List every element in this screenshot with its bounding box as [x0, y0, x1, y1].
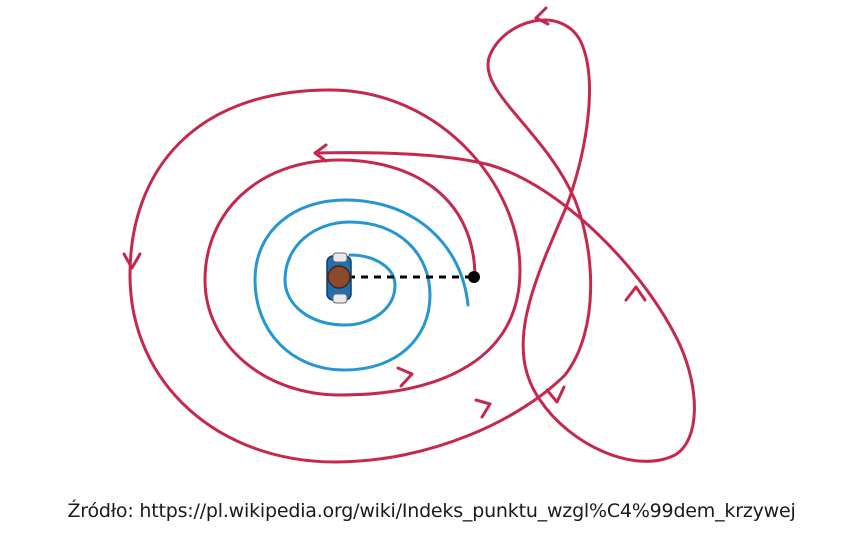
red-curve — [128, 18, 696, 464]
arrow-icon — [313, 143, 328, 163]
blue-spiral — [253, 198, 470, 372]
arrow-icon — [396, 366, 414, 388]
arrow-icon — [122, 252, 142, 270]
arrow-icon — [624, 285, 647, 302]
source-caption: Źródło: https://pl.wikipedia.org/wiki/In… — [67, 500, 796, 522]
arrow-icon — [474, 398, 492, 419]
winding-number-diagram — [122, 6, 696, 464]
person-topdown-icon — [326, 252, 352, 304]
point-marker-icon — [468, 271, 480, 283]
arrow-icon — [545, 385, 566, 404]
arrow-icon — [534, 6, 550, 26]
